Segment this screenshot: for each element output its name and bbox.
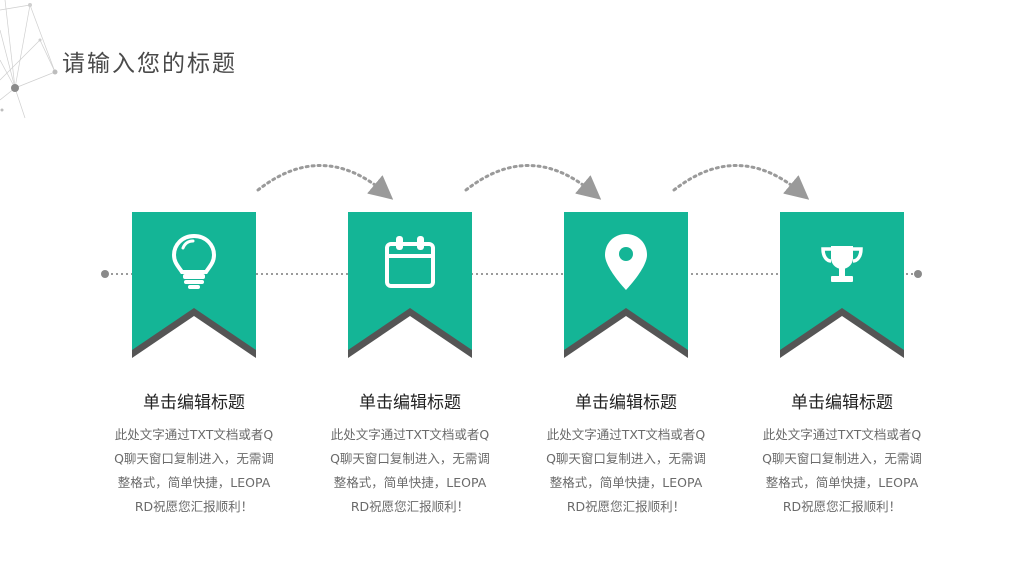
- arrow-2-icon: [464, 164, 602, 200]
- arrow-3-icon: [672, 164, 810, 200]
- step-banner-4: [780, 212, 904, 358]
- location-pin-icon: [600, 232, 652, 290]
- step-description[interactable]: 此处文字通过TXT文档或者QQ聊天窗口复制进入，无需调整格式，简单快捷，LEOP…: [330, 427, 490, 514]
- step-text-1: 单击编辑标题 此处文字通过TXT文档或者QQ聊天窗口复制进入，无需调整格式，简单…: [109, 388, 279, 519]
- step-text-4: 单击编辑标题 此处文字通过TXT文档或者QQ聊天窗口复制进入，无需调整格式，简单…: [757, 388, 927, 519]
- step-banner-2: [348, 212, 472, 358]
- step-banner-1: [132, 212, 256, 358]
- step-description[interactable]: 此处文字通过TXT文档或者QQ聊天窗口复制进入，无需调整格式，简单快捷，LEOP…: [546, 427, 706, 514]
- arrow-1-icon: [256, 164, 394, 200]
- step-text-3: 单击编辑标题 此处文字通过TXT文档或者QQ聊天窗口复制进入，无需调整格式，简单…: [541, 388, 711, 519]
- page-title: 请输入您的标题: [62, 51, 237, 77]
- step-title[interactable]: 单击编辑标题: [791, 393, 893, 413]
- trophy-icon: [816, 232, 868, 290]
- step-description[interactable]: 此处文字通过TXT文档或者QQ聊天窗口复制进入，无需调整格式，简单快捷，LEOP…: [114, 427, 274, 514]
- step-description[interactable]: 此处文字通过TXT文档或者QQ聊天窗口复制进入，无需调整格式，简单快捷，LEOP…: [762, 427, 922, 514]
- step-text-2: 单击编辑标题 此处文字通过TXT文档或者QQ聊天窗口复制进入，无需调整格式，简单…: [325, 388, 495, 519]
- step-title[interactable]: 单击编辑标题: [359, 393, 461, 413]
- network-decoration-icon: [0, 0, 58, 119]
- calendar-icon: [384, 232, 436, 290]
- step-banner-3: [564, 212, 688, 358]
- step-title[interactable]: 单击编辑标题: [575, 393, 677, 413]
- lightbulb-icon: [168, 232, 220, 290]
- step-title[interactable]: 单击编辑标题: [143, 393, 245, 413]
